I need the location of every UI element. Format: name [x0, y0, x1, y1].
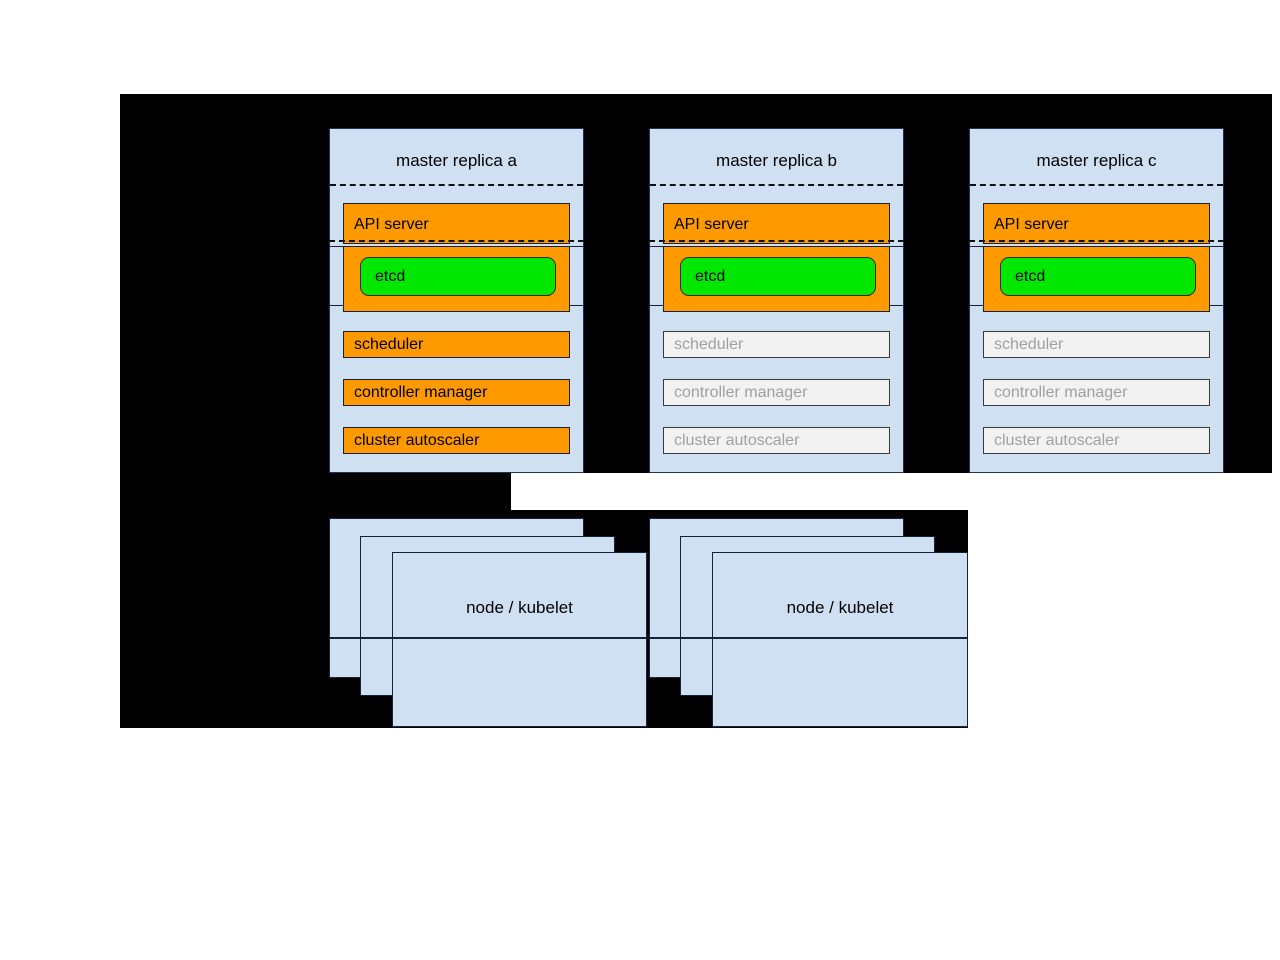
replica-c-dash-api [969, 240, 1224, 242]
replica-b-dash-top [650, 184, 903, 186]
replica-a-dash-api [329, 240, 584, 242]
replica-a-dash-top [330, 184, 583, 186]
master-replica-c-etcd[interactable]: etcd [1000, 257, 1196, 296]
node-group-1-label: node / kubelet [466, 598, 573, 617]
master-replica-b-controller-manager[interactable]: controller manager [663, 379, 890, 406]
master-replica-b-etcd[interactable]: etcd [680, 257, 876, 296]
master-replica-b-title: master replica b [716, 151, 837, 170]
master-replica-c-cluster-autoscaler[interactable]: cluster autoscaler [983, 427, 1210, 454]
master-replica-a-controller-manager[interactable]: controller manager [343, 379, 570, 406]
master-replica-a-cluster-autoscaler[interactable]: cluster autoscaler [343, 427, 570, 454]
node-group-2-label: node / kubelet [786, 598, 894, 617]
replica-c-dash-top [970, 184, 1223, 186]
node-group-2-hline [649, 637, 968, 639]
replica-b-dash-api [649, 240, 904, 242]
master-replica-a-title: master replica a [396, 151, 517, 170]
master-replica-a-etcd[interactable]: etcd [360, 257, 556, 296]
master-replica-b-cluster-autoscaler[interactable]: cluster autoscaler [663, 427, 890, 454]
master-replica-a-scheduler[interactable]: scheduler [343, 331, 570, 358]
master-replica-c-api-server[interactable]: API server [983, 203, 1210, 244]
node-group-2-card-front[interactable] [712, 552, 968, 727]
node-group-1-hline [329, 637, 647, 639]
master-replica-b-api-server[interactable]: API server [663, 203, 890, 244]
master-replica-c-scheduler[interactable]: scheduler [983, 331, 1210, 358]
master-replica-b-scheduler[interactable]: scheduler [663, 331, 890, 358]
master-replica-a-api-server[interactable]: API server [343, 203, 570, 244]
master-replica-c-controller-manager[interactable]: controller manager [983, 379, 1210, 406]
node-group-1-card-front[interactable] [392, 552, 647, 727]
master-replica-c-title: master replica c [1036, 151, 1157, 170]
